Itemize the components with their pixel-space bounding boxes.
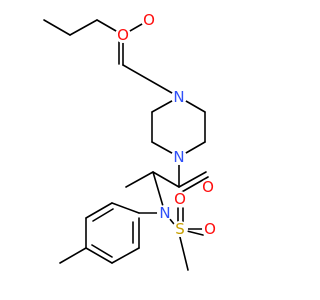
atom-label: N — [173, 88, 184, 106]
bond — [92, 208, 114, 222]
bond — [178, 171, 207, 188]
bond — [122, 64, 180, 98]
structure-diagram: O O N N O N S O — [43, 11, 218, 271]
sulfonamide-nitrogen: N — [157, 204, 173, 222]
atom-label: O — [204, 220, 216, 238]
amide-oxygen: O — [200, 178, 216, 196]
bond — [179, 176, 209, 194]
sulfonyl-sulfur: S — [172, 220, 188, 238]
atom-label: O — [143, 11, 155, 29]
bond — [85, 247, 113, 264]
bond — [69, 19, 98, 36]
atom-label: O — [117, 26, 129, 44]
atom-label: O — [202, 178, 214, 196]
bond — [111, 247, 140, 264]
bond — [125, 171, 154, 188]
atom-label: N — [159, 204, 170, 222]
bond — [91, 244, 113, 258]
bond — [111, 202, 140, 214]
atom-label-layer: O O N N O N S O — [115, 11, 218, 238]
bond — [43, 19, 71, 36]
bond — [152, 171, 180, 188]
piperazine-nitrogen-4: N — [171, 148, 187, 166]
sulfonyl-oxygen-right: O — [202, 220, 218, 238]
ester-carbonyl-oxygen: O — [115, 26, 131, 44]
atom-label: S — [175, 220, 185, 238]
piperazine-nitrogen-1: N — [171, 88, 187, 106]
sulfonyl-oxygen-upper: O — [172, 190, 188, 208]
atom-label: N — [173, 148, 184, 166]
atom-label: O — [174, 190, 186, 208]
ester-ether-oxygen: O — [141, 11, 157, 29]
bond — [59, 247, 87, 264]
bond — [85, 202, 113, 219]
